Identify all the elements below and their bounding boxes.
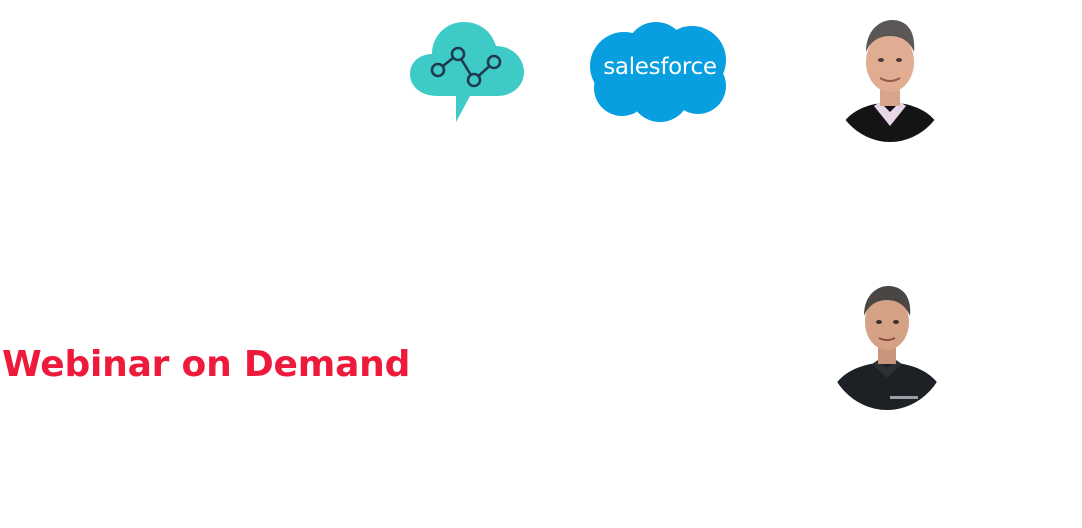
salesforce-cloud-icon [590, 22, 726, 122]
speaker-avatar-2 [826, 278, 948, 410]
page-title: Webinar on Demand [2, 344, 411, 385]
cloud-analytics-icon [410, 22, 524, 122]
salesforce-wordmark: salesforce [603, 54, 717, 80]
analytics-cloud-logo [408, 18, 528, 126]
person-photo-icon [826, 278, 948, 410]
person-photo-icon [830, 8, 950, 142]
salesforce-logo: salesforce [586, 20, 734, 124]
speaker-avatar-1 [830, 8, 950, 142]
